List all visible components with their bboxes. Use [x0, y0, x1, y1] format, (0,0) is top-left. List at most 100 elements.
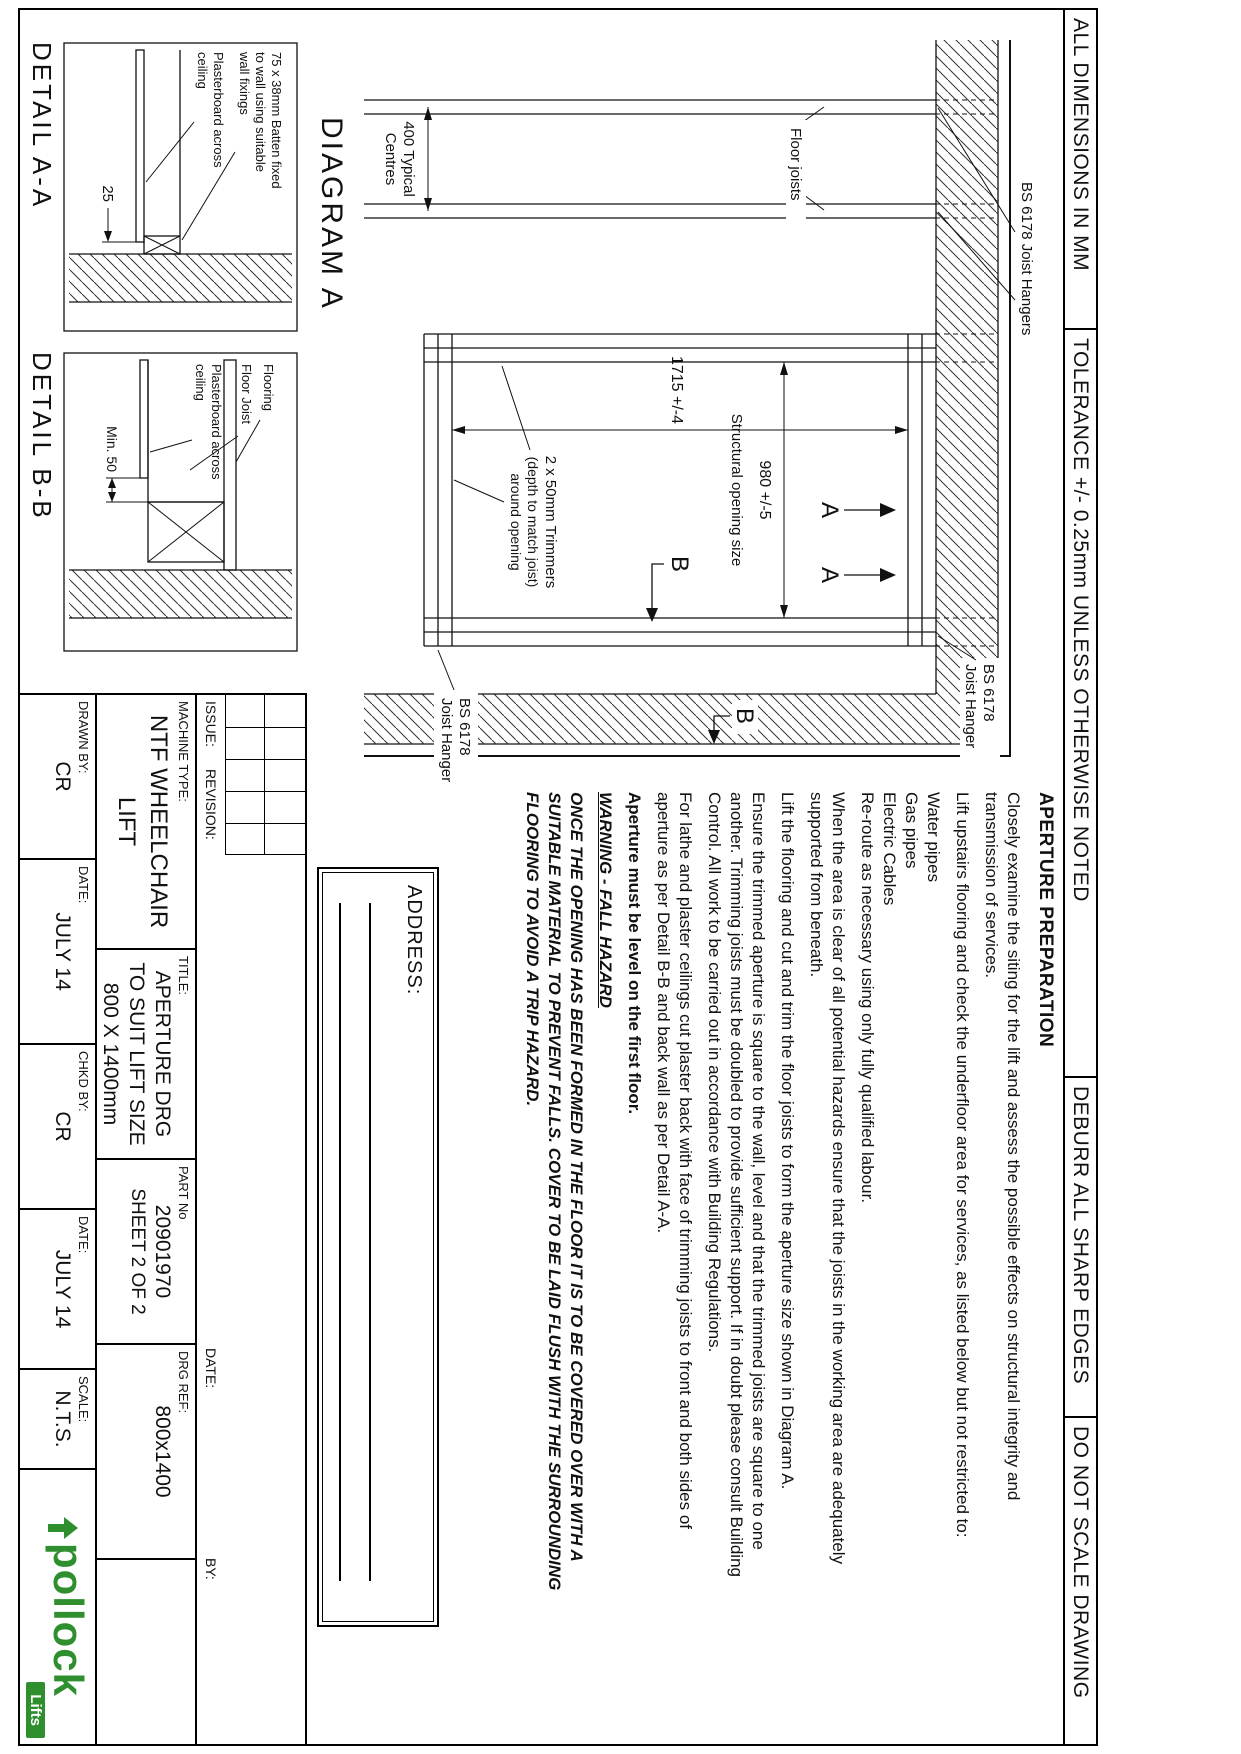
svg-text:Floor Joist: Floor Joist: [239, 364, 254, 424]
detail-a-ceiling: [135, 49, 181, 255]
svg-text:BS 6178: BS 6178: [456, 698, 473, 756]
drawing-border: ALL DIMENSIONS IN MM TOLERANCE +/- 0.25m…: [18, 8, 1098, 1746]
warning-title: WARNING - FALL HAZARD: [596, 792, 615, 1008]
revision-strip: ISSUE: REVISION: DATE: BY:: [195, 695, 305, 1744]
drawn-by-label: DRAWN BY:: [76, 701, 91, 774]
svg-text:B: B: [731, 708, 758, 724]
drawn-date-cell: DATE: JULY 14: [20, 860, 95, 1045]
detail-b-structure: [139, 359, 237, 571]
note-dimensions: ALL DIMENSIONS IN MM: [1065, 10, 1096, 330]
issue-grid: [225, 695, 305, 855]
trimmer-note: 2 x 50mm Trimmers (depth to match joist)…: [453, 365, 559, 589]
note-paragraph: Ensure the trimmed aperture is square to…: [705, 792, 768, 1577]
notes-heading: APERTURE PREPARATION: [1035, 792, 1056, 1048]
svg-text:BS 6178: BS 6178: [980, 664, 997, 722]
detail-b-flooring-label: Flooring: [235, 364, 276, 463]
scale-value: N.T.S.: [51, 1390, 74, 1448]
floor-joists: [364, 99, 994, 219]
address-box-inner: ADDRESS:: [322, 872, 434, 1622]
detail-b-drawing: Min. 50 Flooring Floor Joist Plasterboar…: [63, 352, 298, 652]
issue-label: ISSUE:: [203, 701, 219, 747]
general-notes-strip: ALL DIMENSIONS IN MM TOLERANCE +/- 0.25m…: [1063, 10, 1096, 1744]
title-cell: TITLE: APERTURE DRG TO SUIT LIFT SIZE 80…: [97, 950, 195, 1160]
chkd-by-cell: CHKD BY: CR: [20, 1045, 95, 1210]
drg-ref-label: DRG REF:: [176, 1351, 191, 1414]
svg-text:Plasterboard across: Plasterboard across: [209, 364, 224, 480]
pollock-logo: pollock Lifts: [24, 1476, 93, 1738]
logo-lifts-tag: Lifts: [26, 1682, 46, 1738]
note-paragraph: Lift upstairs flooring and check the und…: [953, 792, 972, 1538]
note-no-scale: DO NOT SCALE DRAWING: [1069, 1426, 1093, 1699]
address-box: ADDRESS:: [317, 867, 439, 1627]
chkd-by-value: CR: [51, 1111, 74, 1142]
svg-text:2 x 50mm Trimmers: 2 x 50mm Trimmers: [542, 456, 559, 589]
chkd-by-label: CHKD BY:: [76, 1051, 91, 1112]
title-block-main-row: MACHINE TYPE: NTF WHEELCHAIR LIFT TITLE:…: [95, 695, 195, 1744]
joist-hanger-corner-label: BS 6178 Joist Hanger: [937, 635, 1000, 762]
svg-text:Structural opening size: Structural opening size: [728, 414, 745, 567]
svg-text:B: B: [666, 556, 693, 572]
spare-cell: [97, 1560, 195, 1744]
svg-text:400 Typical: 400 Typical: [400, 121, 417, 197]
svg-text:75 x 38mm Batten fixed: 75 x 38mm Batten fixed: [269, 52, 284, 189]
drawn-by-cell: DRAWN BY: CR: [20, 695, 95, 860]
logo-cell: pollock Lifts: [20, 1470, 95, 1744]
diagram-a-plan: 980 +/-5 Structural opening size 1715 +/…: [364, 40, 1038, 810]
detail-a-plasterboard-label: Plasterboard across ceiling: [145, 52, 226, 183]
svg-text:around opening: around opening: [508, 473, 524, 570]
machine-type-label: MACHINE TYPE:: [176, 701, 191, 802]
drg-ref-value: 800x1400: [151, 1405, 174, 1498]
note-paragraph: For lathe and plaster ceilings cut plast…: [654, 792, 695, 1530]
svg-text:Joist Hanger: Joist Hanger: [962, 664, 979, 748]
service-item: Electric Cables: [880, 792, 899, 906]
trimmers: [423, 333, 994, 647]
chkd-date-cell: DATE: JULY 14: [20, 1210, 95, 1370]
detail-b-title: DETAIL B-B: [27, 352, 57, 521]
detail-b-dim-min50: Min. 50: [104, 426, 148, 503]
chkd-date-label: DATE:: [76, 1216, 91, 1254]
drg-ref-cell: DRG REF: 800x1400: [97, 1345, 195, 1560]
sheet-number: SHEET 2 OF 2: [127, 1188, 148, 1315]
title-block: ISSUE: REVISION: DATE: BY: MACHINE TYPE:…: [20, 693, 307, 1744]
svg-text:Flooring: Flooring: [261, 364, 276, 411]
svg-text:980 +/-5: 980 +/-5: [756, 460, 773, 519]
date-col-label: DATE:: [203, 1348, 219, 1389]
scale-cell: SCALE: N.T.S.: [20, 1370, 95, 1470]
svg-text:BS 6178 Joist Hangers: BS 6178 Joist Hangers: [1018, 182, 1035, 335]
dimension-980: 980 +/-5 Structural opening size: [728, 362, 788, 618]
svg-text:A: A: [816, 567, 843, 583]
svg-text:25: 25: [99, 185, 116, 202]
address-blank-line: [369, 903, 371, 1581]
address-label: ADDRESS:: [403, 885, 425, 996]
svg-text:Joist Hanger: Joist Hanger: [438, 698, 455, 782]
svg-text:Centres: Centres: [382, 133, 399, 186]
chkd-date-value: JULY 14: [51, 1249, 74, 1329]
svg-text:A: A: [816, 502, 843, 518]
note-deburr: DEBURR ALL SHARP EDGES: [1065, 1078, 1096, 1418]
machine-type-value: NTF WHEELCHAIR: [145, 714, 172, 929]
note-tolerance: TOLERANCE +/- 0.25mm UNLESS OTHERWISE NO…: [1065, 330, 1096, 1078]
service-item: Water pipes: [924, 792, 943, 883]
drawing-title: APERTURE DRG: [151, 970, 174, 1138]
joist-hangers-top-label: BS 6178 Joist Hangers: [937, 107, 1038, 382]
drawn-date-label: DATE:: [76, 866, 91, 904]
svg-text:wall fixings: wall fixings: [237, 51, 252, 115]
machine-type-value: LIFT: [113, 796, 140, 847]
drawing-title: TO SUIT LIFT SIZE: [125, 962, 148, 1146]
service-item: Re-route as necessary using only fully q…: [858, 792, 877, 1204]
note-paragraph: When the area is clear of all potential …: [807, 792, 848, 1565]
service-item: Gas pipes: [902, 792, 921, 869]
dimension-1715: 1715 +/-4: [452, 356, 908, 434]
svg-text:Floor joists: Floor joists: [787, 128, 804, 201]
by-col-label: BY:: [203, 1558, 219, 1580]
section-a-markers: A A: [816, 502, 896, 583]
part-no-label: PART No: [176, 1166, 191, 1220]
wall-outline: [364, 40, 1011, 757]
section-b-markers: B B: [646, 556, 758, 744]
scale-label: SCALE:: [76, 1376, 91, 1423]
note-paragraph: Closely examine the siting for the lift …: [982, 792, 1023, 1501]
svg-text:(depth to match joist): (depth to match joist): [525, 457, 541, 588]
drawn-date-value: JULY 14: [51, 912, 74, 991]
note-level-statement: Aperture must be level on the first floo…: [625, 792, 644, 1115]
